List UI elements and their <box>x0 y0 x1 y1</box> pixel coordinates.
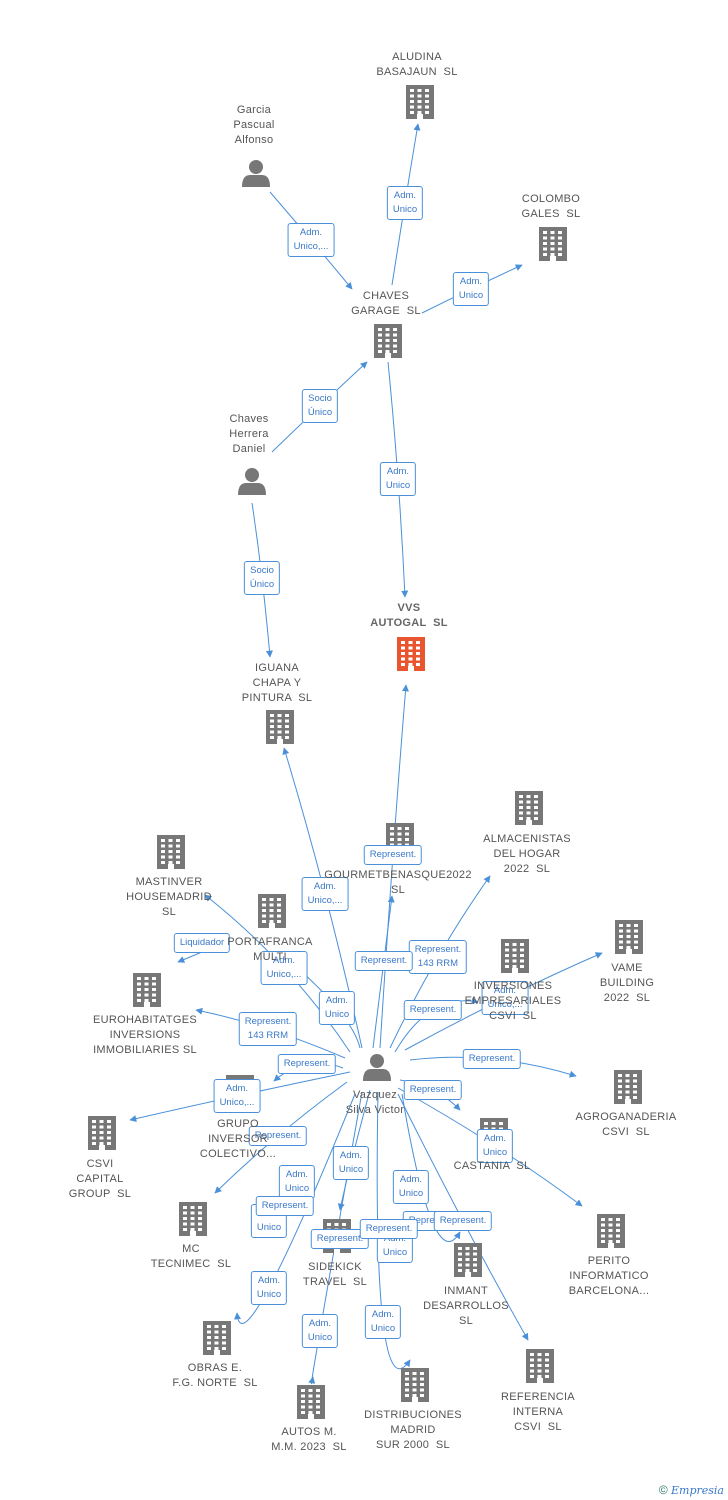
building-icon-eurohab[interactable] <box>133 973 161 1007</box>
building-icon-almacenistas[interactable] <box>515 791 543 825</box>
node-label-colombo[interactable]: COLOMBO GALES SL <box>521 193 581 220</box>
edge-vazquez-gourmet <box>372 895 395 1049</box>
node-label-mastinver[interactable]: MASTINVER HOUSEMADRID SL <box>126 876 212 918</box>
edge-liquidador <box>177 951 203 963</box>
node-label-vazquez[interactable]: Vazquez Silva Victor <box>345 1089 405 1116</box>
edge-label-vazquez-distribuciones[interactable]: Adm. Unico <box>364 1305 402 1339</box>
building-icon-iguana[interactable] <box>266 710 294 744</box>
edge-label-extra[interactable]: Adm. Unico <box>278 1165 316 1199</box>
node-label-vame[interactable]: VAME BUILDING 2022 SL <box>599 962 655 1004</box>
building-icon-vvs[interactable] <box>397 637 425 671</box>
building-icon-aludina[interactable] <box>406 85 434 119</box>
edge-label-extra[interactable]: Represent. <box>310 1229 370 1249</box>
building-icon-perito[interactable] <box>597 1214 625 1248</box>
node-label-gourmet[interactable]: GOURMETBENASQUE2022 SL <box>324 869 472 896</box>
node-label-inversiones[interactable]: INVERSIONES EMPRESARIALES CSVI SL <box>464 980 562 1022</box>
edge-label-vazquez-agroganaderia[interactable]: Represent. <box>462 1049 522 1069</box>
building-icon-mastinver[interactable] <box>157 835 185 869</box>
edge-label-chavesgarage-aludina[interactable]: Adm. Unico <box>386 186 424 220</box>
building-icon-mc[interactable] <box>179 1202 207 1236</box>
node-label-iguana[interactable]: IGUANA CHAPA Y PINTURA SL <box>241 662 313 704</box>
edge-label-vazquez-referencia[interactable]: Represent. <box>433 1211 493 1231</box>
node-label-portafranca[interactable]: PORTAFRANCA MULTI <box>227 936 313 963</box>
person-icon-garcia[interactable] <box>242 160 270 187</box>
edge-vazquez-vvs <box>379 684 409 1049</box>
edge-label-vazquez-perito[interactable]: Adm. Unico <box>476 1129 514 1163</box>
edge-label-vazquez-vvs[interactable]: Represent. <box>363 845 423 865</box>
edge-label-vazquez-csvi[interactable]: Adm. Unico,... <box>213 1079 261 1113</box>
edge-label-vazquez-gourmet[interactable]: Represent. <box>354 951 414 971</box>
building-icon-portafranca[interactable] <box>258 894 286 928</box>
edge-label-vazquez-almacenistas[interactable]: Represent. 143 RRM <box>408 940 468 974</box>
edge-label-garcia-chavesgarage[interactable]: Adm. Unico,... <box>287 223 335 257</box>
node-label-agroganaderia[interactable]: AGROGANADERIA CSVI SL <box>575 1111 677 1138</box>
edge-label-vazquez-castania[interactable]: Represent. <box>403 1080 463 1100</box>
node-label-chavesgarage[interactable]: CHAVES GARAGE SL <box>351 290 421 317</box>
edge-label-chavesherrera-iguana[interactable]: Socio Único <box>243 561 281 595</box>
building-icon-inmant[interactable] <box>454 1243 482 1277</box>
edge-label-vazquez-autos[interactable]: Adm. Unico <box>301 1314 339 1348</box>
edge-label-vazquez-obras[interactable]: Adm. Unico <box>250 1271 288 1305</box>
edge-label-chavesherrera-chavesgarage[interactable]: Socio Único <box>301 389 339 423</box>
edge-label-vazquez-mc[interactable]: Represent. <box>248 1126 308 1146</box>
edge-label-extra[interactable]: Adm. Unico <box>392 1170 430 1204</box>
node-label-mc[interactable]: MC TECNIMEC SL <box>150 1243 232 1270</box>
edge-label-vazquez-inversiones[interactable]: Represent. <box>403 1000 463 1020</box>
node-label-autos[interactable]: AUTOS M. M.M. 2023 SL <box>271 1426 347 1453</box>
edge-label-extra[interactable]: Liquidador <box>173 933 231 953</box>
edge-label-vazquez-portafranca[interactable]: Adm. Unico <box>318 991 356 1025</box>
node-label-sidekick[interactable]: SIDEKICK TRAVEL SL <box>302 1261 368 1288</box>
node-label-eurohab[interactable]: EUROHABITATGES INVERSIONS IMMOBILIARIES … <box>92 1014 198 1056</box>
person-icon-vazquez[interactable] <box>363 1054 391 1081</box>
node-label-chavesherrera[interactable]: Chaves Herrera Daniel <box>229 413 269 455</box>
edge-label-chavesgarage-colombo[interactable]: Adm. Unico <box>452 272 490 306</box>
edge-label-vazquez-mastinver[interactable]: Adm. Unico,... <box>260 951 308 985</box>
edge-label-vazquez-sidekick[interactable]: Adm. Unico <box>332 1146 370 1180</box>
edge-label-extra[interactable]: Represent. <box>359 1219 419 1239</box>
node-label-grupo[interactable]: GRUPO INVERSOR COLECTIVO... <box>199 1118 277 1160</box>
edge-label-vazquez-vame[interactable]: Adm. Unico,... <box>481 981 529 1015</box>
node-label-referencia[interactable]: REFERENCIA INTERNA CSVI SL <box>501 1391 575 1433</box>
node-label-perito[interactable]: PERITO INFORMATICO BARCELONA... <box>568 1255 650 1297</box>
building-icon-obras[interactable] <box>203 1321 231 1355</box>
edge-label-vazquez-eurohab[interactable]: Represent. 143 RRM <box>238 1012 298 1046</box>
node-label-vvs[interactable]: VVS AUTOGAL SL <box>370 602 448 629</box>
node-label-inmant[interactable]: INMANT DESARROLLOS SL <box>423 1285 509 1327</box>
person-icon-chavesherrera[interactable] <box>238 468 266 495</box>
edge-label-extra[interactable]: Represent. <box>255 1196 315 1216</box>
node-label-garcia[interactable]: Garcia Pascual Alfonso <box>233 104 275 146</box>
node-label-aludina[interactable]: ALUDINA BASAJAUN SL <box>376 51 458 78</box>
footer: © Empresia <box>659 1483 724 1497</box>
building-icon-referencia[interactable] <box>526 1349 554 1383</box>
building-icon-colombo[interactable] <box>539 227 567 261</box>
node-label-csvi[interactable]: CSVI CAPITAL GROUP SL <box>68 1158 132 1200</box>
edge-label-chavesgarage-vvs[interactable]: Adm. Unico <box>379 462 417 496</box>
building-icon-csvi[interactable] <box>88 1116 116 1150</box>
copyright-symbol: © <box>658 1483 668 1497</box>
building-icon-autos[interactable] <box>297 1385 325 1419</box>
building-icon-vame[interactable] <box>615 920 643 954</box>
building-icon-inversiones[interactable] <box>501 939 529 973</box>
building-icon-distribuciones[interactable] <box>401 1368 429 1402</box>
building-icon-chavesgarage[interactable] <box>374 324 402 358</box>
edge-label-vazquez-grupo[interactable]: Represent. <box>277 1054 337 1074</box>
edge-label-vazquez-iguana[interactable]: Adm. Unico,... <box>301 877 349 911</box>
node-label-almacenistas[interactable]: ALMACENISTAS DEL HOGAR 2022 SL <box>483 833 571 875</box>
node-label-distribuciones[interactable]: DISTRIBUCIONES MADRID SUR 2000 SL <box>364 1409 462 1451</box>
node-label-obras[interactable]: OBRAS E. F.G. NORTE SL <box>172 1362 258 1389</box>
building-icon-agroganaderia[interactable] <box>614 1070 642 1104</box>
node-label-castania[interactable]: CASTANIA SL <box>453 1160 531 1172</box>
brand-logo[interactable]: Empresia <box>671 1484 724 1497</box>
